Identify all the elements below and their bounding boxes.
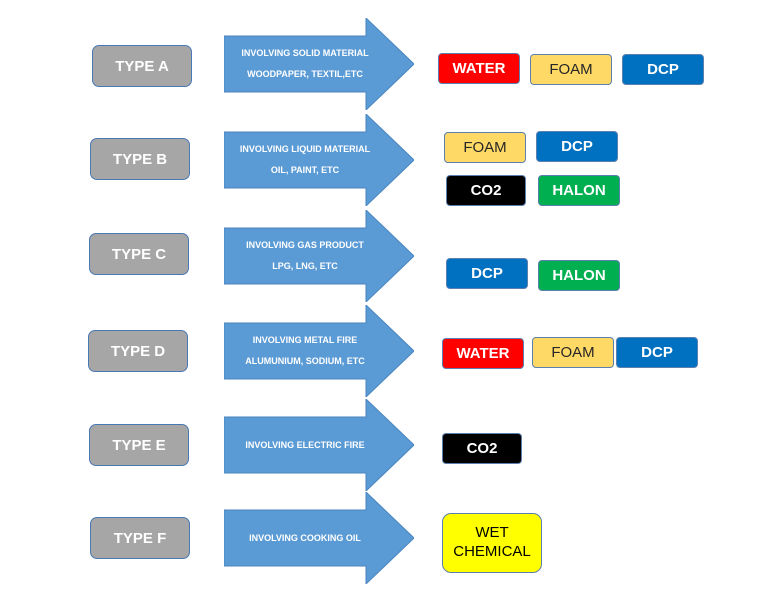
type-f-label: TYPE F bbox=[113, 529, 167, 547]
type-c-box: TYPE C bbox=[89, 233, 189, 275]
type-b-halon-badge: HALON bbox=[538, 175, 620, 206]
type-b-label: TYPE B bbox=[112, 150, 168, 168]
wet-label: WET bbox=[475, 524, 509, 542]
type-f-arrow: INVOLVING COOKING OIL bbox=[224, 492, 414, 584]
type-c-arrow: INVOLVING GAS PRODUCT LPG, LNG, ETC bbox=[224, 210, 414, 302]
type-a-description: INVOLVING SOLID MATERIAL bbox=[241, 48, 369, 58]
type-b-box: TYPE B bbox=[90, 138, 190, 180]
type-e-description: INVOLVING ELECTRIC FIRE bbox=[245, 439, 365, 450]
type-c-halon-badge: HALON bbox=[538, 260, 620, 291]
chemical-label: CHEMICAL bbox=[453, 543, 531, 560]
type-a-water-badge: WATER bbox=[438, 53, 520, 84]
type-d-description: INVOLVING METAL FIRE bbox=[252, 335, 358, 345]
type-a-box: TYPE A bbox=[92, 45, 192, 87]
type-c-description: INVOLVING GAS PRODUCT bbox=[246, 240, 364, 250]
type-d-arrow: INVOLVING METAL FIRE ALUMUNIUM, SODIUM, E… bbox=[224, 305, 414, 397]
type-e-co2-badge: CO2 bbox=[442, 433, 522, 464]
type-b-examples: OIL, PAINT, ETC bbox=[270, 165, 340, 175]
type-a-dcp-badge: DCP bbox=[622, 54, 704, 85]
type-b-co2-badge: CO2 bbox=[446, 175, 526, 206]
type-a-label: TYPE A bbox=[115, 57, 169, 75]
type-e-box: TYPE E bbox=[89, 424, 189, 466]
type-c-examples: LPG, LNG, ETC bbox=[272, 261, 338, 271]
type-f-wet-chemical-badge: WET CHEMICAL bbox=[442, 513, 542, 573]
type-d-box: TYPE D bbox=[88, 330, 188, 372]
type-f-box: TYPE F bbox=[90, 517, 190, 559]
type-e-label: TYPE E bbox=[112, 436, 166, 454]
type-f-description: INVOLVING COOKING OIL bbox=[249, 532, 361, 543]
type-b-description: INVOLVING LIQUID MATERIAL bbox=[239, 144, 371, 154]
type-c-dcp-badge: DCP bbox=[446, 258, 528, 289]
type-b-foam-badge: FOAM bbox=[444, 132, 526, 163]
type-e-arrow: INVOLVING ELECTRIC FIRE bbox=[224, 399, 414, 491]
type-d-label: TYPE D bbox=[110, 342, 166, 360]
type-d-water-badge: WATER bbox=[442, 338, 524, 369]
type-d-examples: ALUMUNIUM, SODIUM, ETC bbox=[245, 356, 365, 366]
type-d-dcp-badge: DCP bbox=[616, 337, 698, 368]
type-c-label: TYPE C bbox=[111, 245, 167, 263]
type-b-dcp-badge: DCP bbox=[536, 131, 618, 162]
type-a-examples: WOODPAPER, TEXTIL,ETC bbox=[247, 69, 363, 79]
type-b-arrow: INVOLVING LIQUID MATERIAL OIL, PAINT, ETC bbox=[224, 114, 414, 206]
type-d-foam-badge: FOAM bbox=[532, 337, 614, 368]
type-a-foam-badge: FOAM bbox=[530, 54, 612, 85]
type-a-arrow: INVOLVING SOLID MATERIAL WOODPAPER, TEXTI… bbox=[224, 18, 414, 110]
